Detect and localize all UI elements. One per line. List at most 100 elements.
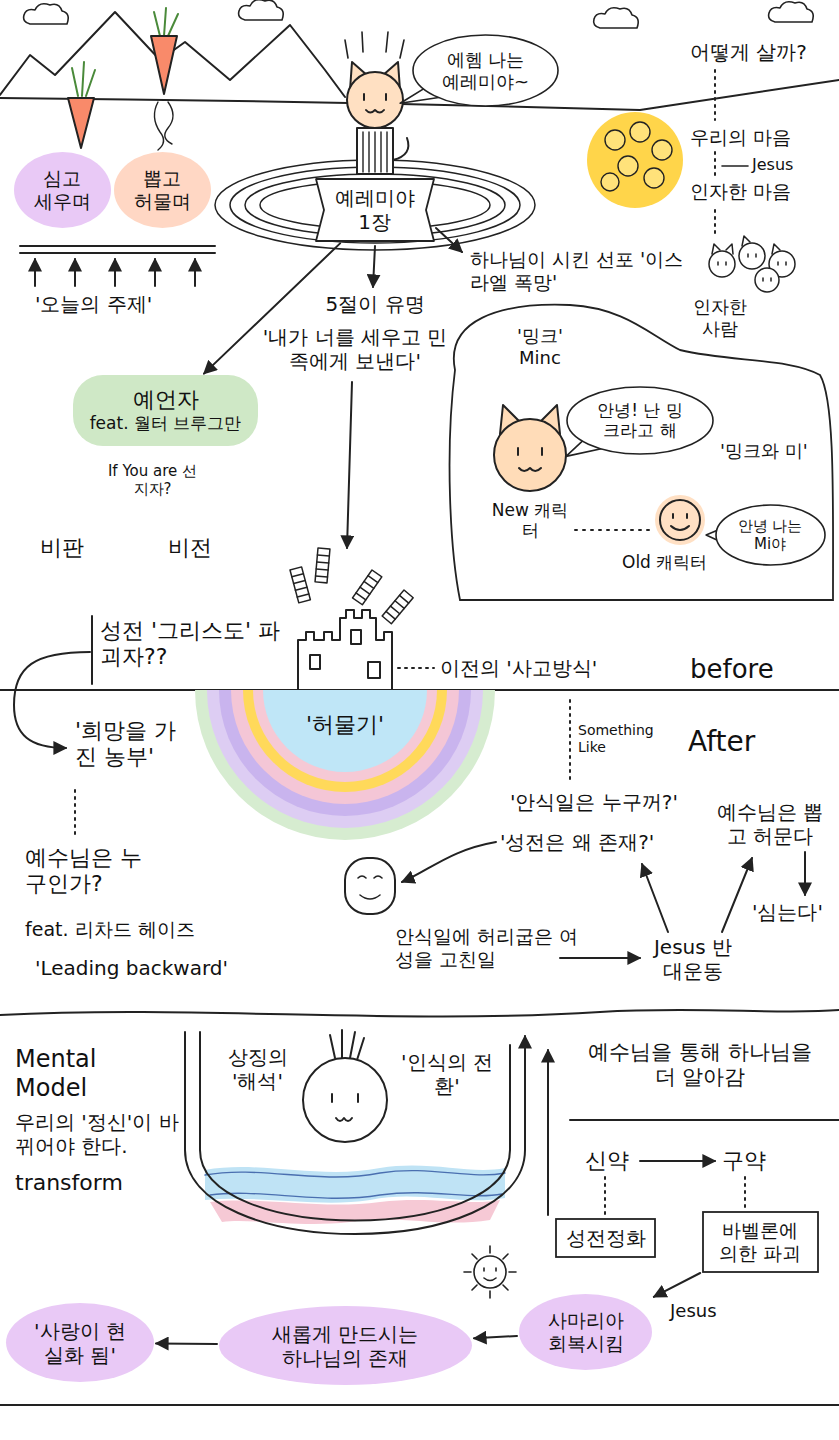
temple-castle [368,662,380,678]
annotation-label: 비전 [168,535,212,561]
mi-smiley [660,500,700,540]
node-text: 안녕 나는 Mi야 [735,517,805,553]
annotation-label: '오늘의 주제' [35,292,152,316]
annotation-label: '내가 너를 세우고 민족에게 보낸다' [255,325,455,373]
divider-line [0,1010,839,1017]
sun-face [464,1246,516,1298]
falling-bricks [315,548,330,583]
woman-face [345,858,395,914]
jeremiah-cat [364,94,386,113]
falling-bricks [356,576,378,600]
heart-blob [652,140,672,160]
woman-face [358,876,382,899]
dotted-line [569,700,571,782]
thinking-head [303,1058,387,1142]
carrot-pulled [151,36,177,94]
annotation-label: If You are 선지자? [105,462,200,498]
dotted-line [74,790,76,835]
node-text: 예언자 [89,387,242,413]
rainbow-arc [253,690,437,782]
connector-label: Jesus [668,1300,719,1322]
cloud [594,8,639,28]
arrow [347,382,352,548]
arrow [640,1160,715,1162]
banner-outline [316,179,434,241]
heart-blob [605,130,625,150]
thinking-head [303,1030,387,1142]
node-text: 심고 세우며 [32,167,92,213]
temple-castle [298,610,392,692]
node-text: 사마리아 회복시킴 [543,1309,628,1355]
transform-bowl [205,1166,505,1203]
blob-fill [519,1294,652,1370]
rainbow-arc [243,690,447,792]
annotation-label: 인자한 사람 [690,296,750,339]
jeremiah-cat [393,138,408,160]
annotation-label: 안식일에 허리굽은 여성을 고친일 [395,925,585,971]
annotation-label: 예수님은 뽑고 허문다 [710,800,830,848]
kind-people-faces [712,236,780,254]
prophet-blob: 예언자feat. 월터 브루그만 [73,375,258,446]
topic-lines [34,259,36,286]
annotation-label: 상징의 '해석' [215,1045,300,1093]
dotted-line [714,152,716,178]
dotted-line [398,667,434,669]
thinking-head [332,1094,358,1121]
topic-blob: 뽑고 허물며 [114,152,211,228]
blob-fill [219,1306,472,1385]
connector [654,1273,700,1297]
arrow [804,852,806,895]
bubble-outline [716,505,825,565]
text-block: 안녕! 난 밍크라고 해 [592,400,689,441]
divider-line [0,690,839,1405]
node-shape [412,34,559,107]
process-box: 성전정화 [555,1218,656,1258]
text-block: 새롭게 만드시는 하나님의 존재 [260,1322,431,1370]
annotation-label: After [688,725,755,759]
transform-bowl [185,1032,548,1234]
rainbow-arc [263,690,427,772]
speech-bubble: 에헴 나는 예레미야~ [412,34,559,107]
topic-lines [20,246,215,286]
arrow [560,957,640,959]
annotation-label: 예수님을 통해 하나님을 더 알아감 [580,1040,820,1090]
heart-blob [587,112,683,208]
node-text: '사랑이 현실화 됨' [32,1319,128,1367]
falling-bricks [382,590,413,624]
node-text: Old 캐릭터 [622,552,707,572]
annotation-label: 'Leading backward' [35,956,228,980]
annotation-label: 구약 [722,1148,766,1174]
title-banner: 예레미야 1장 [315,178,435,242]
transform-bowl [547,1050,549,1215]
annotation-label: 우리의 마음 [690,126,791,149]
node-text: '밍크' Minc [505,325,575,368]
annotation-label: '인식의 전환' [392,1050,502,1098]
region-outline [450,305,834,600]
annotation-label: transform [15,1170,123,1196]
heart-blob [618,156,638,176]
box-outline [556,1219,655,1257]
dotted-line [744,1177,746,1207]
jeremiah-cat [347,72,403,128]
kind-people-faces [709,236,795,292]
mountains [0,12,839,110]
orbit-lines [230,167,520,243]
text-block: 사마리아 회복시킴 [543,1309,629,1355]
annotation-label: before [690,654,774,685]
dotted-line [604,1177,606,1214]
divider-line [570,1119,839,1121]
woman-face [345,858,395,914]
kind-people-faces [739,243,765,269]
carrot-planted [68,98,94,148]
arrow [642,864,668,932]
text-block: 뽑고 허물며 [132,167,193,213]
falling-bricks [290,567,310,603]
node-text: 안녕! 난 밍크라고 해 [592,400,688,441]
annotation-label: 이전의 '사고방식' [440,656,597,680]
kind-people-faces [718,254,786,281]
node-text: 예레미야 1장 [327,186,422,234]
temple-castle [351,630,361,644]
connector [474,1336,517,1338]
blob-fill [6,1303,154,1382]
rainbow-arc [195,690,495,840]
